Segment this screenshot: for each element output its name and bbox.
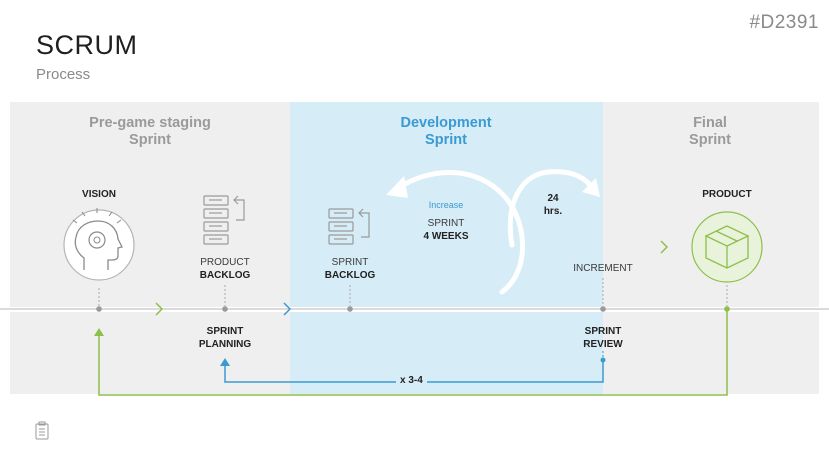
development-panel-top	[290, 102, 603, 307]
increment-dot	[600, 306, 606, 312]
sprint-review-label: SPRINT REVIEW	[583, 326, 623, 350]
sprint-backlog-label: SPRINT BACKLOG	[324, 257, 376, 281]
vision-loop-arrowhead	[94, 328, 104, 336]
final-panel-bottom	[603, 312, 819, 394]
product-backlog-icon	[203, 195, 245, 245]
sprint-planning-label: SPRINT PLANNING	[198, 326, 252, 350]
sprint-cycle-arrowhead	[386, 176, 408, 198]
final-heading: Final Sprint	[689, 115, 731, 148]
loop-count-label: x 3-4	[396, 375, 427, 386]
vision-head-icon	[63, 208, 135, 281]
page-title: SCRUM	[36, 30, 138, 60]
clipboard-icon	[35, 421, 49, 440]
planning-loop-arrowhead	[220, 358, 230, 366]
page-subtitle: Process	[36, 66, 91, 83]
product-box-icon	[691, 211, 763, 283]
product-label: PRODUCT	[702, 189, 752, 200]
daily-cycle-arrowhead	[582, 178, 600, 197]
sprint-increase-label: Increase	[428, 200, 464, 210]
vision-loop-line	[98, 309, 728, 396]
product-arrow-green	[660, 240, 669, 254]
pregame-panel-top	[10, 102, 290, 307]
pregame-panel-bottom	[10, 312, 290, 394]
timeline-arrow-blue	[283, 302, 292, 316]
development-heading: Development Sprint	[400, 115, 492, 148]
daily-cycle-arc	[507, 169, 595, 248]
daily-hours-label: 24 hrs.	[543, 193, 563, 217]
vision-dot	[96, 306, 102, 312]
sprint-cycle-arc	[395, 170, 525, 295]
product-backlog-dot	[222, 306, 228, 312]
development-panel-bottom	[290, 312, 603, 394]
timeline-arrow-green	[155, 302, 164, 316]
product-backlog-label: PRODUCT BACKLOG	[199, 257, 251, 281]
sprint-duration-label: SPRINT 4 WEEKS	[423, 218, 469, 242]
sprint-backlog-dot	[347, 306, 353, 312]
vision-label: VISION	[82, 189, 116, 200]
increment-label: INCREMENT	[573, 263, 633, 274]
pregame-heading: Pre-game staging Sprint	[89, 115, 211, 148]
sprint-backlog-icon	[328, 208, 370, 245]
slide-code: #D2391	[749, 12, 819, 33]
